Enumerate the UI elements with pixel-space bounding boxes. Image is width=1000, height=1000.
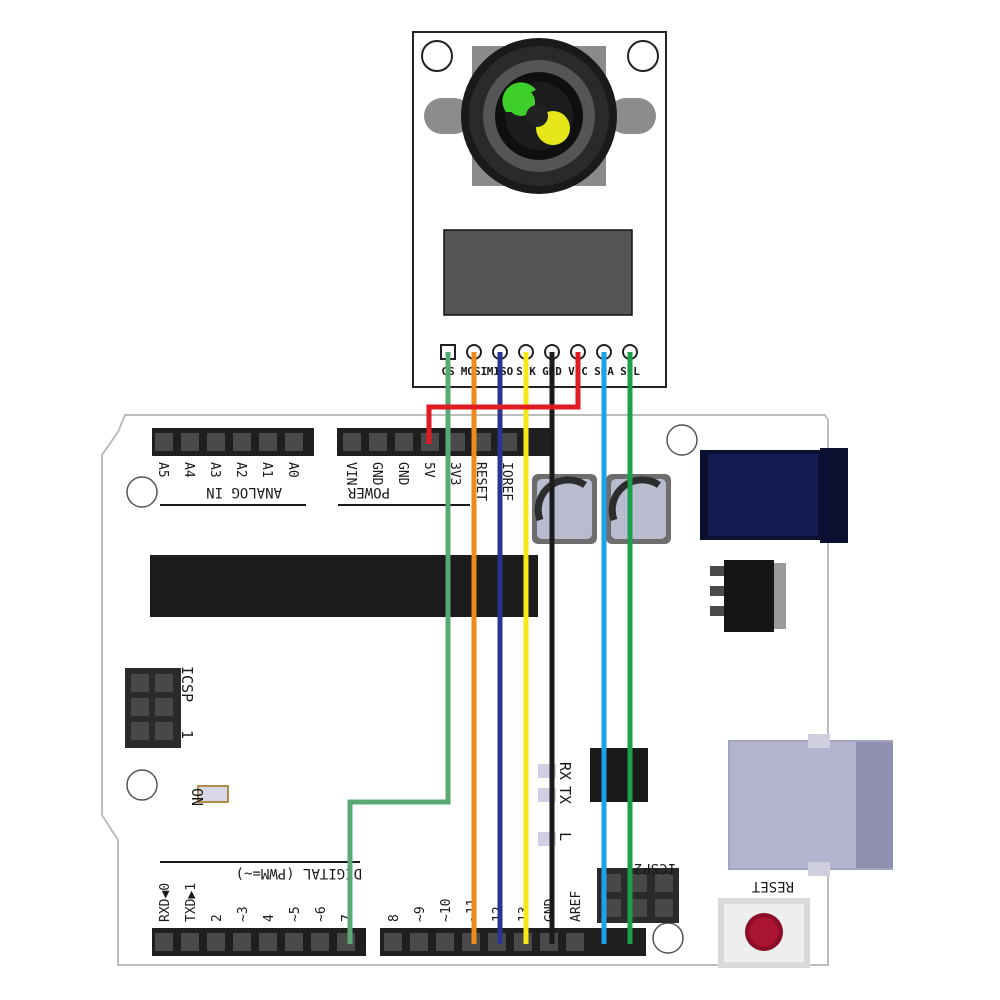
power-pin-gnd: [369, 433, 387, 451]
digital-pin-11: [462, 933, 480, 951]
power-pin-label: VIN: [343, 462, 358, 485]
digital-pin-label: ~10: [439, 899, 454, 922]
voltage-regulator: [710, 560, 786, 632]
mounting-hole: [666, 424, 698, 456]
digital-pin-label: ~5: [288, 906, 303, 922]
analog-pin-a1: [259, 433, 277, 451]
rx-label: RX: [556, 762, 574, 780]
power-pin-gnd: [395, 433, 413, 451]
digital-pin-label: RXD◀0: [158, 883, 173, 922]
digital-pin-4: [259, 933, 277, 951]
analog-pin-label: A4: [181, 462, 196, 478]
digital-pin-3: [233, 933, 251, 951]
capacitor: [606, 474, 671, 544]
digital-pin-12: [488, 933, 506, 951]
mounting-hole: [652, 922, 684, 954]
digital-pin-rxd-0: [155, 933, 173, 951]
power-pin-vin: [343, 433, 361, 451]
digital-pin-label: ~3: [236, 906, 251, 922]
usb-interface-chip: [590, 748, 648, 802]
mounting-hole: [126, 769, 158, 801]
camera-mounting-hole: [627, 40, 659, 72]
analog-pin-a0: [285, 433, 303, 451]
analog-pin-a3: [207, 433, 225, 451]
digital-header-low: [152, 928, 366, 956]
on-led-label: ON: [188, 788, 206, 806]
arduino-board: ICSP 1 ICSP2 ON RX TX L RESET: [101, 414, 893, 968]
power-pin-label: IOREF: [499, 462, 514, 501]
digital-pin-gnd: [540, 933, 558, 951]
digital-pin-label: 4: [262, 914, 277, 922]
digital-pin-label: AREF: [569, 891, 584, 922]
digital-pin-label: ~9: [413, 906, 428, 922]
digital-pin-label: ~6: [314, 906, 329, 922]
analog-pin-label: A2: [233, 462, 248, 478]
digital-pin-10: [436, 933, 454, 951]
digital-pin-label: 8: [387, 914, 402, 922]
power-pin-label: GND: [369, 462, 384, 486]
analog-pin-a4: [181, 433, 199, 451]
power-pin-label: GND: [395, 462, 410, 486]
power-section-label: POWER: [347, 484, 390, 500]
capacitor: [532, 474, 597, 544]
reset-button[interactable]: [718, 898, 810, 968]
l-label: L: [556, 832, 574, 841]
camera-chip: [443, 229, 633, 316]
digital-section-label: DIGITAL (PWM=~): [236, 865, 362, 881]
digital-pin-aref: [566, 933, 584, 951]
power-pin-label: 5V: [421, 462, 436, 478]
digital-pin-13: [514, 933, 532, 951]
icsp2-header: [597, 868, 679, 923]
digital-pin-label: TXD▶1: [184, 883, 199, 922]
wire-vcc: [426, 352, 581, 444]
analog-pin-a2: [233, 433, 251, 451]
microcontroller-chip: [150, 555, 538, 617]
icsp2-label: ICSP2: [634, 860, 676, 876]
power-pin-ioref: [499, 433, 517, 451]
dc-power-jack: [700, 448, 848, 543]
power-header: [337, 428, 551, 456]
analog-header: [152, 428, 314, 456]
power-pin-3v3: [447, 433, 465, 451]
power-pin-label: 3V3: [447, 462, 462, 485]
icsp-label: ICSP: [178, 666, 196, 702]
digital-pin-2: [207, 933, 225, 951]
digital-pin-6: [311, 933, 329, 951]
digital-pin-label: 2: [210, 914, 225, 922]
camera-mounting-hole: [421, 40, 453, 72]
power-pin-label: RESET: [473, 462, 488, 501]
analog-pin-label: A1: [259, 462, 274, 478]
wire-cs: [347, 352, 451, 944]
analog-pin-label: A0: [285, 462, 300, 478]
analog-section-label: ANALOG IN: [206, 484, 282, 500]
analog-pin-label: A5: [155, 462, 170, 478]
power-pin-reset: [473, 433, 491, 451]
digital-pin-8: [384, 933, 402, 951]
wires: [347, 352, 633, 944]
mounting-hole: [126, 476, 158, 508]
tx-label: TX: [556, 786, 574, 804]
digital-pin-9: [410, 933, 428, 951]
camera-lens: [424, 38, 656, 194]
usb-connector: [728, 734, 893, 876]
icsp-header: [125, 668, 181, 748]
reset-button-label: RESET: [751, 878, 794, 894]
icsp-pin1-label: 1: [178, 730, 196, 739]
analog-pin-a5: [155, 433, 173, 451]
analog-pin-label: A3: [207, 462, 222, 478]
digital-pin-txd-1: [181, 933, 199, 951]
on-led: [197, 785, 229, 803]
digital-pin-5: [285, 933, 303, 951]
